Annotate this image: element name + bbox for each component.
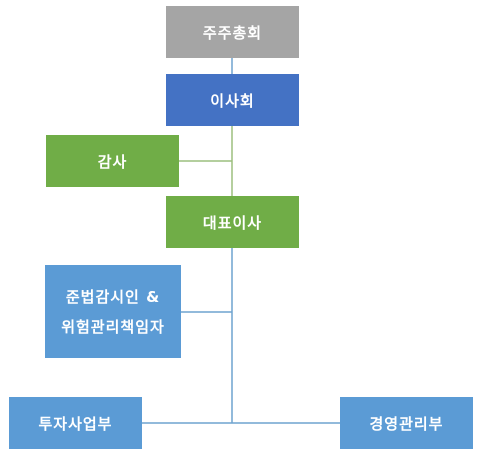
node-management-department: 경영관리부 [340, 397, 473, 449]
node-investment-department: 투자사업부 [9, 397, 142, 449]
node-compliance-label-line2: 위험관리책임자 [61, 317, 165, 336]
node-compliance-risk-officer: 준법감시인 & 위험관리책임자 [45, 265, 181, 358]
node-shareholders-meeting: 주주총회 [166, 6, 299, 58]
node-ceo-label: 대표이사 [202, 213, 263, 232]
node-auditor-label: 감사 [97, 152, 128, 171]
node-investment-department-label: 투자사업부 [38, 414, 113, 433]
node-compliance-label-line1: 준법감시인 & [65, 287, 161, 306]
node-board-of-directors: 이사회 [166, 74, 299, 126]
node-auditor: 감사 [46, 135, 179, 187]
node-board-of-directors-label: 이사회 [210, 91, 255, 110]
node-ceo: 대표이사 [166, 196, 299, 248]
node-management-department-label: 경영관리부 [369, 414, 444, 433]
node-shareholders-meeting-label: 주주총회 [202, 23, 263, 42]
